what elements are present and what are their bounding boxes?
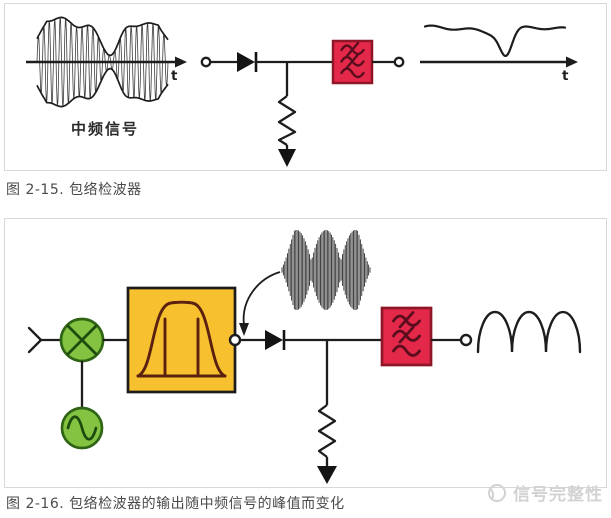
right-time-axis: t xyxy=(420,56,578,84)
lowpass-filter-waves xyxy=(392,311,421,357)
output-terminal-node xyxy=(459,333,473,347)
oscillator-icon xyxy=(60,406,104,450)
figure-2-15-panel: t 中频信号 t xyxy=(4,3,607,171)
axis-arrow-icon xyxy=(175,56,187,68)
envelope-output-waveform xyxy=(423,24,567,57)
ground-icon xyxy=(278,149,296,167)
watermark-logo-icon xyxy=(488,483,506,502)
mixer-icon xyxy=(59,317,105,363)
filter-output-node xyxy=(228,333,242,347)
antenna-icon xyxy=(27,326,64,354)
watermark: 信号完整性 xyxy=(486,480,603,505)
resistor-icon xyxy=(317,340,337,466)
detector-chain-diagram xyxy=(27,230,582,484)
left-axis-label: t xyxy=(171,68,178,84)
lowpass-filter-waves xyxy=(340,41,365,79)
figure-2-16-panel xyxy=(4,218,607,488)
axis-arrow-icon xyxy=(566,56,578,68)
output-terminal-node xyxy=(393,56,405,68)
burst-signal xyxy=(281,230,371,310)
diode-icon xyxy=(237,52,258,72)
rectified-output-waveform xyxy=(476,310,582,354)
envelope-detector-diagram: t 中频信号 t xyxy=(26,16,578,167)
resistor-icon xyxy=(277,62,297,149)
right-axis-label: t xyxy=(562,68,569,84)
bandpass-response-curve xyxy=(136,300,227,378)
ground-icon xyxy=(317,466,337,484)
input-terminal-node xyxy=(200,56,212,68)
if-signal-label: 中频信号 xyxy=(71,120,139,138)
diode-icon xyxy=(265,330,286,350)
figure-2-16-caption: 图 2-16. 包络检波器的输出随中频信号的峰值而变化 xyxy=(6,496,345,512)
figure-2-15-caption: 图 2-15. 包络检波器 xyxy=(6,182,142,198)
watermark-text: 信号完整性 xyxy=(513,485,603,505)
left-time-axis: t xyxy=(26,56,187,84)
callout-arrow-icon xyxy=(239,271,281,336)
